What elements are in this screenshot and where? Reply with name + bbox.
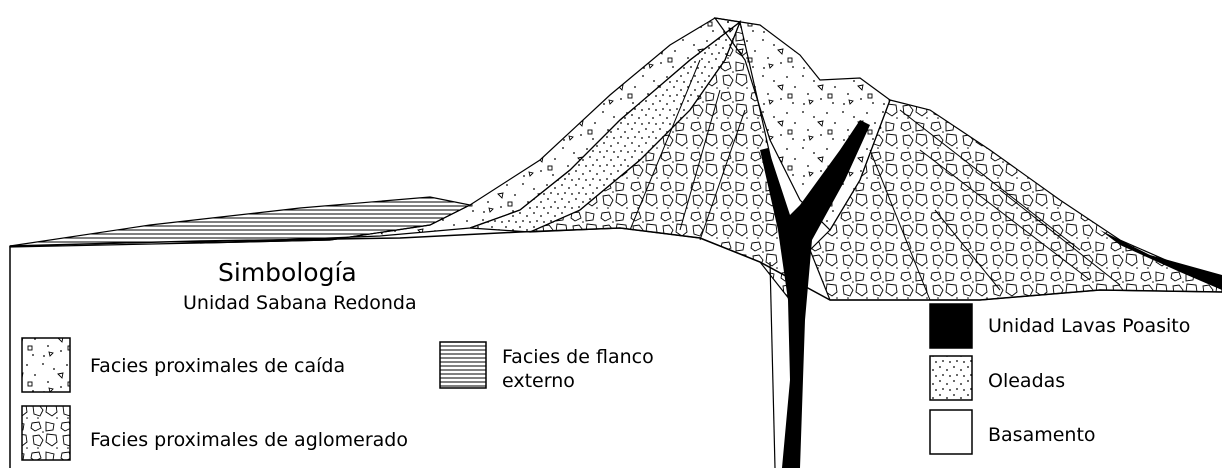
- outer-flank-facies: [10, 197, 470, 247]
- legend-frame-conduit-edge: [770, 262, 775, 468]
- swatch-lavas: [930, 304, 972, 348]
- legend-label-flanco: Facies de flanco externo: [502, 345, 654, 393]
- legend-label-basamento: Basamento: [988, 423, 1096, 447]
- swatch-caida: [22, 338, 70, 392]
- swatch-oleadas: [930, 356, 972, 400]
- legend-label-oleadas: Oleadas: [988, 369, 1065, 393]
- legend-title: Simbología: [218, 258, 357, 287]
- swatch-basamento: [930, 410, 972, 454]
- legend-label-lavas: Unidad Lavas Poasito: [988, 314, 1190, 338]
- swatch-flanco: [440, 342, 486, 388]
- swatch-aglomerado: [22, 406, 70, 460]
- legend-subtitle: Unidad Sabana Redonda: [183, 292, 417, 314]
- legend-label-flanco-line1: Facies de flanco: [502, 345, 654, 369]
- legend-label-aglomerado: Facies proximales de aglomerado: [90, 428, 408, 452]
- legend-label-flanco-line2: externo: [502, 369, 654, 393]
- legend-label-caida: Facies proximales de caída: [90, 354, 345, 378]
